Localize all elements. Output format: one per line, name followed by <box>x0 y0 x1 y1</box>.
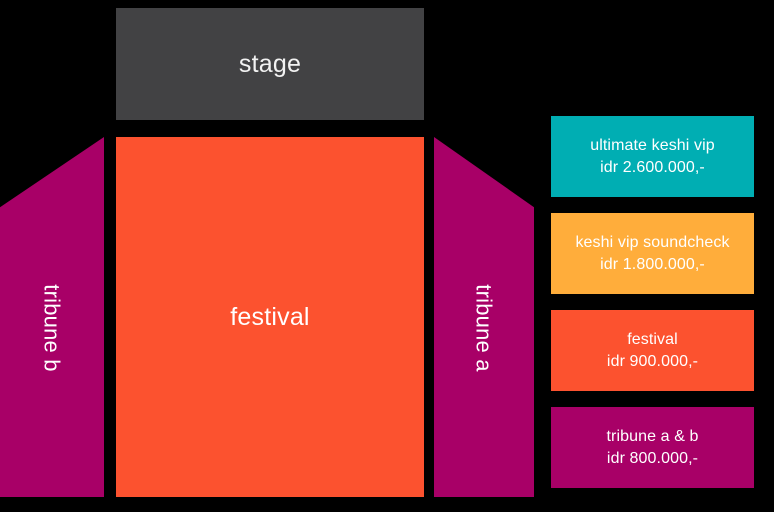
legend-item-name: festival <box>627 330 678 348</box>
tribune-a-label: tribune a <box>471 284 497 372</box>
legend-item-name: ultimate keshi vip <box>590 136 715 154</box>
legend-item-festival[interactable]: festival idr 900.000,- <box>551 310 754 391</box>
legend-item-tribune-a-and-b[interactable]: tribune a & b idr 800.000,- <box>551 407 754 488</box>
price-legend: ultimate keshi vip idr 2.600.000,- keshi… <box>551 116 754 488</box>
tribune-b-area[interactable]: tribune b <box>0 137 104 497</box>
stage-area[interactable]: stage <box>116 8 424 120</box>
legend-item-ultimate-keshi-vip[interactable]: ultimate keshi vip idr 2.600.000,- <box>551 116 754 197</box>
legend-item-price: idr 900.000,- <box>606 352 699 370</box>
legend-item-price: idr 1.800.000,- <box>600 255 705 273</box>
legend-item-keshi-vip-soundcheck[interactable]: keshi vip soundcheck idr 1.800.000,- <box>551 213 754 294</box>
stage-label: stage <box>238 49 302 78</box>
legend-item-name: keshi vip soundcheck <box>575 233 730 251</box>
tribune-b-label: tribune b <box>39 284 65 372</box>
legend-item-price: idr 2.600.000,- <box>600 158 705 176</box>
festival-area[interactable]: festival <box>116 137 424 497</box>
legend-item-price: idr 800.000,- <box>606 449 699 467</box>
tribune-a-area[interactable]: tribune a <box>434 137 534 497</box>
festival-label: festival <box>230 302 310 331</box>
legend-item-name: tribune a & b <box>606 427 699 445</box>
